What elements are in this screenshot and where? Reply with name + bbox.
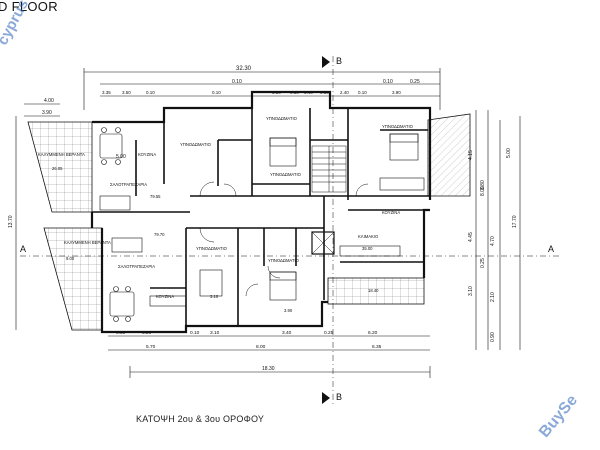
dim-top-3: 0.25 bbox=[410, 79, 420, 85]
veranda-right-area bbox=[327, 277, 425, 305]
svg-text:4.15: 4.15 bbox=[468, 150, 474, 160]
svg-text:5.00: 5.00 bbox=[116, 154, 126, 160]
svg-text:2.10: 2.10 bbox=[490, 292, 496, 302]
room-bedroom-5: ΥΠΝΟΔΩΜΑΤΙΟ bbox=[268, 258, 300, 263]
room-veranda-mid-name: ΚΑΛΥΜΜΕΝΗ ΒΕΡΑΝΤΑ bbox=[64, 240, 111, 245]
interior-walls bbox=[92, 108, 430, 326]
room-kitchen-bottom: ΚΟΥΖΙΝΑ bbox=[156, 294, 174, 299]
bottom-dimension-lines bbox=[108, 335, 431, 378]
dim-top-2: 0.10 bbox=[383, 79, 393, 85]
svg-text:0.10: 0.10 bbox=[146, 90, 155, 95]
plan-caption: ΚΑΤΟΨΗ 2ου & 3ου ΟΡΟΦΟΥ bbox=[136, 414, 265, 424]
section-labels: A A B B bbox=[20, 56, 554, 402]
svg-text:3.10: 3.10 bbox=[210, 330, 220, 336]
room-dim-bed: 3.10 bbox=[210, 294, 219, 299]
svg-text:A: A bbox=[548, 244, 554, 254]
svg-text:4.45: 4.45 bbox=[468, 232, 474, 242]
stairs bbox=[311, 145, 347, 193]
room-bedroom-3: ΥΠΝΟΔΩΜΑΤΙΟ bbox=[270, 172, 302, 177]
room-living-mid-area: 79.70 bbox=[154, 232, 165, 237]
svg-text:0.10: 0.10 bbox=[358, 90, 367, 95]
svg-text:13.70: 13.70 bbox=[8, 215, 14, 228]
veranda-right-top bbox=[427, 113, 471, 197]
svg-text:0.10: 0.10 bbox=[190, 330, 200, 336]
svg-text:4.00: 4.00 bbox=[44, 98, 54, 104]
top-dimension-lines bbox=[24, 68, 441, 117]
svg-text:3.90: 3.90 bbox=[42, 110, 52, 116]
dim-bottom-total: 18.30 bbox=[262, 366, 275, 372]
beds bbox=[199, 133, 419, 301]
svg-text:0.90: 0.90 bbox=[490, 332, 496, 342]
svg-text:0.25: 0.25 bbox=[324, 330, 334, 336]
room-bedroom-4: ΥΠΝΟΔΩΜΑΤΙΟ bbox=[266, 116, 298, 121]
door-swings bbox=[199, 181, 369, 297]
dim-bottom-row2: 5.70 8.00 6.35 bbox=[146, 344, 382, 350]
room-veranda-mid-area: 9.00 bbox=[66, 256, 75, 261]
svg-text:3.10: 3.10 bbox=[468, 286, 474, 296]
room-veranda-right-area: 18.40 bbox=[368, 288, 379, 293]
svg-text:3.50: 3.50 bbox=[122, 90, 131, 95]
svg-text:3.35: 3.35 bbox=[102, 90, 111, 95]
dim-overall: 32.30 bbox=[236, 66, 252, 72]
dim-top-1: 0.10 bbox=[232, 79, 242, 85]
dim-left: 4.00 3.90 13.70 5.00 bbox=[8, 98, 126, 228]
room-veranda-top-name: ΚΑΛΥΜΜΕΝΗ ΒΕΡΑΝΤΑ bbox=[38, 152, 85, 157]
elevator bbox=[311, 231, 335, 255]
floor-title: D FLOOR bbox=[0, 0, 58, 14]
svg-text:0.10: 0.10 bbox=[212, 90, 221, 95]
svg-text:6.20: 6.20 bbox=[368, 330, 378, 336]
room-lobby-name: ΚΛΙΜΑΚΙΟ bbox=[358, 234, 379, 239]
furniture bbox=[99, 127, 425, 322]
svg-text:2.40: 2.40 bbox=[340, 90, 349, 95]
room-kitchen-top: ΚΟΥΖΙΝΑ bbox=[138, 152, 156, 157]
section-axes bbox=[20, 56, 560, 405]
svg-text:3.90: 3.90 bbox=[392, 90, 401, 95]
dim-bottom-row1: 0.30 5.20 0.10 3.10 3.40 0.25 6.20 bbox=[116, 330, 378, 336]
room-bedroom-1: ΥΠΝΟΔΩΜΑΤΙΟ bbox=[180, 142, 212, 147]
svg-text:0.30: 0.30 bbox=[116, 330, 126, 336]
svg-text:8.00: 8.00 bbox=[256, 344, 266, 350]
room-dim-bed2: 3.90 bbox=[284, 308, 293, 313]
svg-text:3.80: 3.80 bbox=[480, 180, 486, 190]
room-veranda-top-area: 26.05 bbox=[52, 166, 63, 171]
room-kitchen-right: ΚΟΥΖΙΝΑ bbox=[382, 210, 400, 215]
svg-text:3.40: 3.40 bbox=[282, 330, 292, 336]
svg-text:B: B bbox=[336, 56, 342, 66]
room-living-mid-name: ΣΑΛΟΤΡΑΠΕΖΑΡΙΑ bbox=[118, 264, 155, 269]
room-lobby-area: 35.00 bbox=[362, 246, 373, 251]
svg-text:A: A bbox=[20, 244, 26, 254]
room-living-top-area: 79.55 bbox=[150, 194, 161, 199]
dim-right: 4.15 5.00 8.00 4.45 4.70 3.80 17.70 3.10… bbox=[468, 148, 518, 342]
svg-text:4.70: 4.70 bbox=[490, 236, 496, 246]
room-bedroom-2: ΥΠΝΟΔΩΜΑΤΙΟ bbox=[196, 246, 228, 251]
svg-text:17.70: 17.70 bbox=[512, 215, 518, 228]
svg-text:5.20: 5.20 bbox=[142, 330, 152, 336]
svg-text:5.00: 5.00 bbox=[506, 148, 512, 158]
room-living-top-name: ΣΑΛΟΤΡΑΠΕΖΑΡΙΑ bbox=[110, 182, 147, 187]
room-labels: ΚΑΛΥΜΜΕΝΗ ΒΕΡΑΝΤΑ 26.05 ΚΑΛΥΜΜΕΝΗ ΒΕΡΑΝΤ… bbox=[38, 116, 414, 313]
svg-text:8.00: 8.00 bbox=[480, 186, 486, 196]
svg-text:5.70: 5.70 bbox=[146, 344, 156, 350]
svg-text:6.35: 6.35 bbox=[372, 344, 382, 350]
right-dim-lines bbox=[475, 110, 521, 350]
svg-text:0.25: 0.25 bbox=[480, 258, 486, 268]
room-bedroom-6: ΥΠΝΟΔΩΜΑΤΙΟ bbox=[382, 124, 414, 129]
svg-text:B: B bbox=[336, 392, 342, 402]
